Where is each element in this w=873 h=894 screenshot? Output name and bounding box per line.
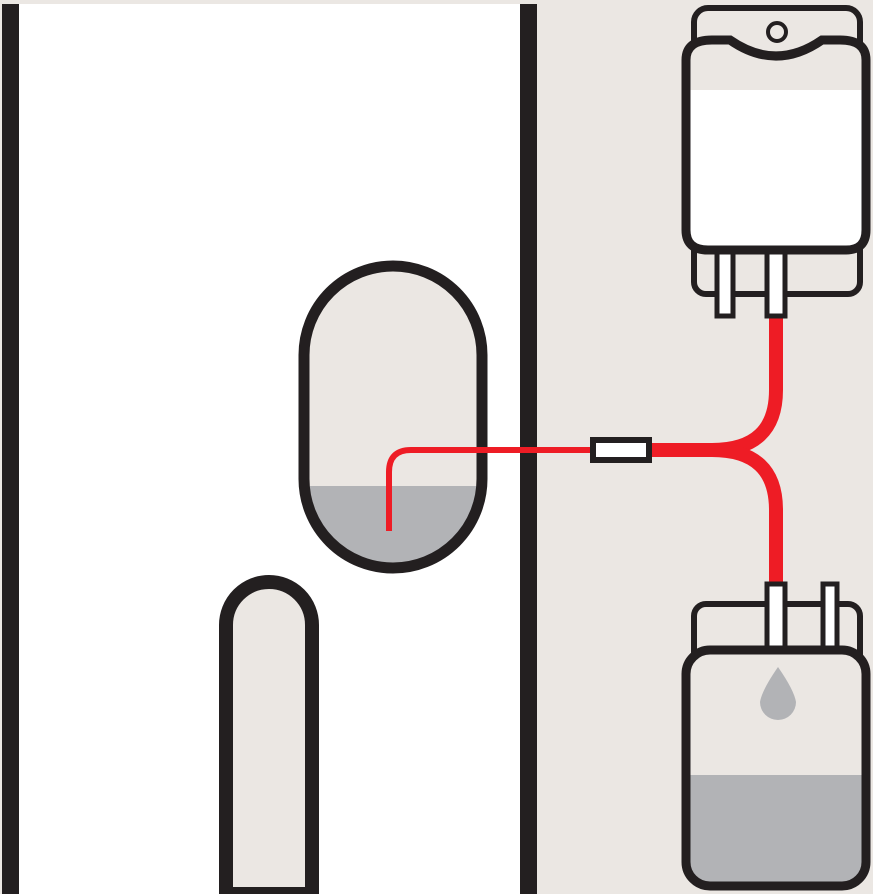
drain-fluid: [686, 775, 866, 886]
supply-port-right: [764, 247, 788, 319]
body-left-edge: [2, 0, 19, 894]
fluid-drop-icon: [760, 667, 796, 720]
drain-port-right: [820, 581, 840, 653]
y-junction: [640, 312, 783, 584]
dialysate-supply-bag: [681, 5, 871, 319]
supply-port-left: [714, 247, 736, 319]
drain-bag: [681, 581, 871, 891]
supply-fluid: [686, 90, 866, 250]
top-strip: [0, 0, 873, 4]
tube-connector: [590, 437, 652, 463]
hanging-hole-icon: [766, 21, 788, 43]
drain-port-left: [764, 581, 788, 653]
peritoneal-cavity: [298, 260, 488, 574]
body-limb: [219, 575, 319, 894]
catheter-tube: [386, 447, 600, 531]
